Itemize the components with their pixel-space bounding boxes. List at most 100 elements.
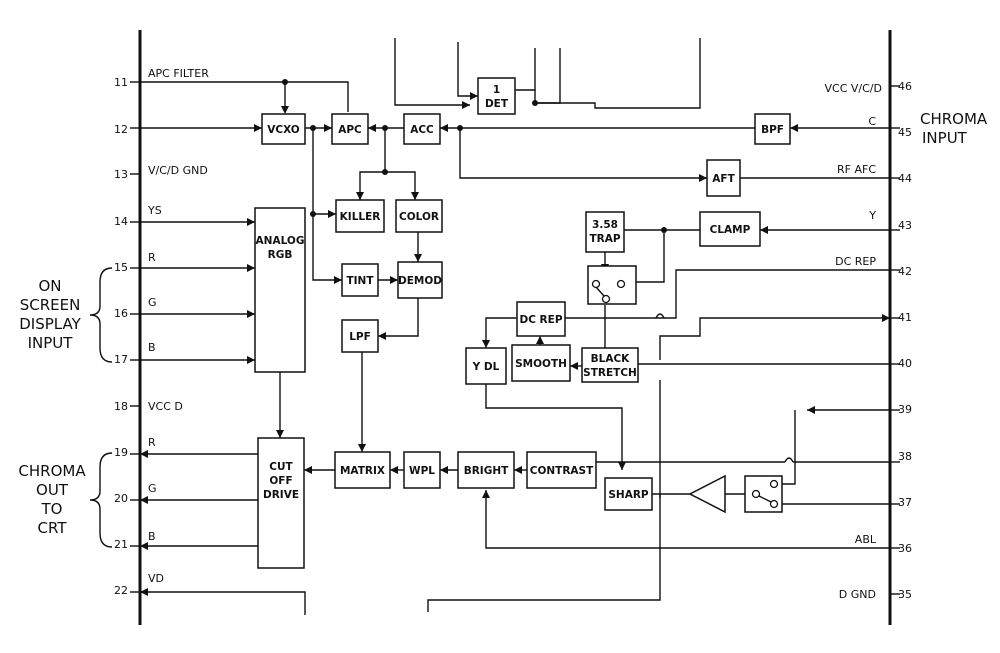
wire-jumps [655,313,794,463]
acc-block: ACC [403,113,441,145]
matrix-block: MATRIX [334,451,391,489]
pin-46-label: VCC V/C/D [825,82,882,95]
chroma-out-brace [89,452,113,548]
osd-brace [89,267,113,363]
pin-37-number: 37 [898,496,912,509]
svg-text:WPL: WPL [409,465,435,477]
svg-text:COLOR: COLOR [399,211,439,223]
pin-12-number: 12 [114,123,128,136]
chroma-input-label: CHROMA INPUT [920,110,988,147]
pin-45-number: 45 [898,126,912,139]
pin-35-label: D GND [839,588,876,601]
svg-text:1: 1 [493,84,500,96]
pin-17-number: 17 [114,353,128,366]
svg-text:ON: ON [38,277,61,295]
pin-36-number: 36 [898,542,912,555]
pin-46-number: 46 [898,80,912,93]
wpl-block: WPL [403,451,441,489]
svg-text:DC REP: DC REP [519,314,562,326]
pin-14-number: 14 [114,215,128,228]
pin-22-label: VD [148,572,164,585]
lpf-block: LPF [341,319,379,353]
aft-block: AFT [706,159,741,197]
pin-39-number: 39 [898,403,912,416]
y-dl-block: Y DL [465,347,507,385]
junctions [282,79,667,233]
pin-17-label: B [148,341,156,354]
left-pins: 11 APC FILTER 12 13 V/C/D GND 14 YS 15 R… [114,67,209,597]
pin-22-number: 22 [114,584,128,597]
right-pins: 46 VCC V/C/D 45 C 44 RF AFC 43 Y 42 DC R… [825,80,912,601]
apc-block: APC [331,113,369,145]
pin-14-label: YS [147,204,162,217]
pin-20-label: G [148,482,157,495]
svg-text:BPF: BPF [761,124,784,136]
svg-text:LPF: LPF [349,331,371,343]
pin-18-label: VCC D [148,400,183,413]
pin-36-label: ABL [855,533,877,546]
svg-text:Y DL: Y DL [472,361,500,373]
pin-13-number: 13 [114,168,128,181]
svg-text:OFF: OFF [269,475,292,487]
pin-21-label: B [148,530,156,543]
svg-text:INPUT: INPUT [28,334,74,352]
pin-13-label: V/C/D GND [148,164,208,177]
killer-block: KILLER [335,199,385,233]
pin-45-label: C [868,115,876,128]
signal-wires [140,38,890,615]
svg-text:DRIVE: DRIVE [263,489,299,501]
pin-35-number: 35 [898,588,912,601]
dc-rep-block: DC REP [516,301,566,337]
svg-text:TINT: TINT [346,275,374,287]
svg-text:CONTRAST: CONTRAST [530,465,594,477]
svg-text:TRAP: TRAP [589,233,620,245]
pin-38-number: 38 [898,450,912,463]
pin-19-label: R [148,436,156,449]
bpf-block: BPF [754,113,791,145]
svg-text:STRETCH: STRETCH [583,367,637,379]
svg-text:AFT: AFT [712,173,735,185]
chroma-out-label: CHROMA OUT TO CRT [18,462,86,537]
svg-text:DEMOD: DEMOD [398,275,442,287]
svg-text:ACC: ACC [410,124,434,136]
pin-21-number: 21 [114,538,128,551]
pin-15-number: 15 [114,261,128,274]
pin-ticks [130,81,900,595]
demod-block: DEMOD [397,261,443,299]
svg-text:CRT: CRT [38,519,68,537]
svg-text:CLAMP: CLAMP [710,224,751,236]
pin-18-number: 18 [114,400,128,413]
svg-text:BLACK: BLACK [591,353,631,365]
pin-42-number: 42 [898,265,912,278]
black-stretch-block: BLACK STRETCH [581,347,639,383]
det-block: 1 DET [477,77,516,115]
analog-rgb-block: ANALOG RGB [254,207,306,373]
sharp-block: SHARP [604,477,653,511]
pin-16-number: 16 [114,307,128,320]
amplifier-triangle [688,474,726,514]
pin-42-label: DC REP [835,255,876,268]
svg-text:CHROMA: CHROMA [18,462,86,480]
arrow-heads [140,92,890,596]
pin-19-number: 19 [114,446,128,459]
y-switch [587,265,637,305]
clamp-block: CLAMP [699,211,761,247]
pin-16-label: G [148,296,157,309]
svg-text:INPUT: INPUT [922,129,968,147]
svg-text:RGB: RGB [268,249,293,261]
pin-15-label: R [148,251,156,264]
trap-block: 3.58 TRAP [585,211,625,253]
osd-input-label: ON SCREEN DISPLAY INPUT [19,277,81,352]
smooth-block: SMOOTH [511,344,571,382]
svg-text:DET: DET [485,98,509,110]
svg-text:SHARP: SHARP [608,489,649,501]
svg-text:DISPLAY: DISPLAY [19,315,81,333]
svg-text:ANALOG: ANALOG [256,235,305,247]
pin-44-label: RF AFC [837,163,876,176]
svg-text:BRIGHT: BRIGHT [464,465,509,477]
svg-text:TO: TO [41,500,63,518]
svg-text:MATRIX: MATRIX [340,465,385,477]
svg-text:KILLER: KILLER [340,211,381,223]
pin-41-number: 41 [898,311,912,324]
